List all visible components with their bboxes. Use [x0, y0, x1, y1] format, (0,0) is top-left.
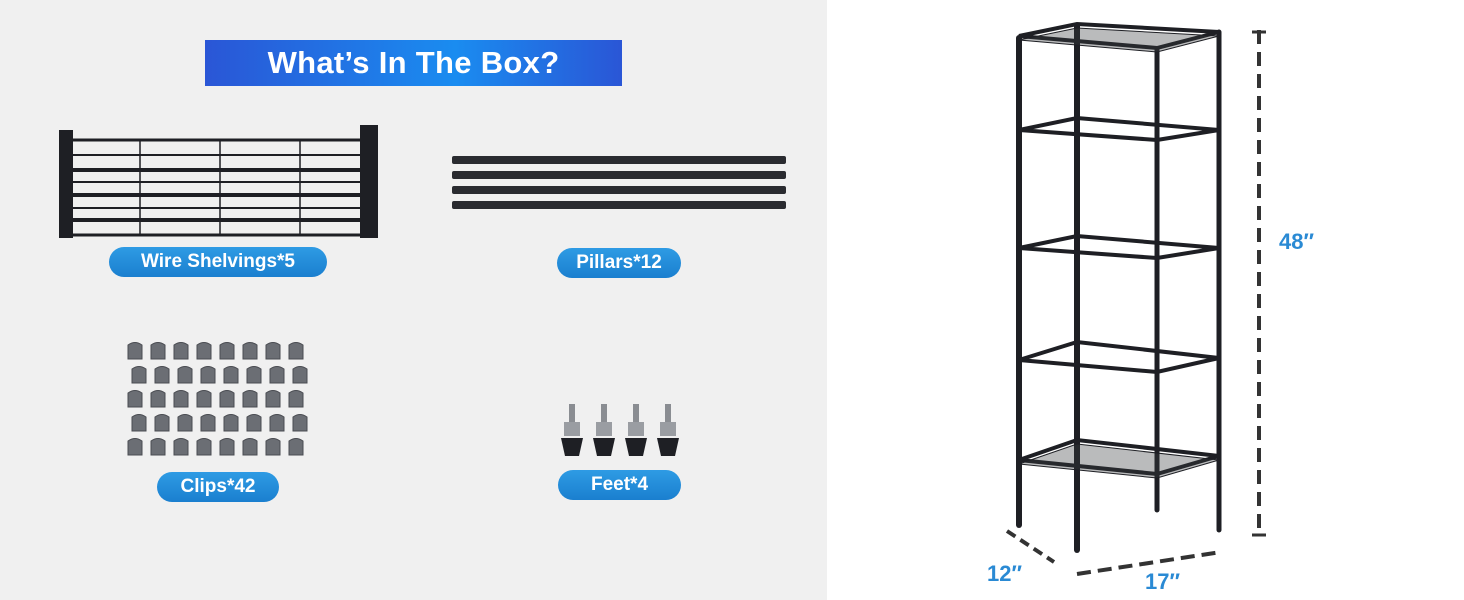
title-banner: What’s In The Box?: [205, 40, 622, 86]
assembled-shelf-panel: 48″ 12″ 17″: [827, 0, 1464, 600]
clip-piece: [269, 366, 285, 384]
clip-piece: [196, 342, 212, 360]
foot-piece: [657, 404, 679, 456]
clip-piece: [177, 366, 193, 384]
clip-piece: [154, 366, 170, 384]
assembled-shelf-image: [1016, 21, 1222, 553]
clip-piece: [127, 438, 143, 456]
width-dimension-label: 17″: [1145, 569, 1181, 594]
depth-dimension-line: [1005, 529, 1056, 564]
wire-shelving-image: [59, 125, 378, 238]
clip-piece: [223, 414, 239, 432]
foot-piece: [561, 404, 583, 456]
foot-piece: [593, 404, 615, 456]
pillars-image: [452, 156, 786, 209]
clip-piece: [131, 366, 147, 384]
clips-label: Clips*42: [157, 472, 279, 502]
clip-piece: [265, 438, 281, 456]
clip-piece: [150, 438, 166, 456]
clip-piece: [242, 342, 258, 360]
clip-piece: [219, 390, 235, 408]
clip-piece: [242, 390, 258, 408]
clips-image: [127, 342, 308, 456]
clip-piece: [288, 342, 304, 360]
clip-piece: [196, 390, 212, 408]
clip-piece: [127, 390, 143, 408]
wire-shelvings-label: Wire Shelvings*5: [109, 247, 327, 277]
clip-piece: [200, 414, 216, 432]
clip-piece: [246, 366, 262, 384]
depth-dimension-label: 12″: [987, 561, 1023, 586]
height-dimension-line: [1252, 30, 1266, 537]
clip-piece: [288, 390, 304, 408]
clip-piece: [196, 438, 212, 456]
clip-piece: [173, 438, 189, 456]
clip-piece: [265, 390, 281, 408]
foot-piece: [625, 404, 647, 456]
clip-piece: [150, 342, 166, 360]
clip-piece: [173, 342, 189, 360]
height-dimension-label: 48″: [1279, 229, 1315, 254]
clip-piece: [173, 390, 189, 408]
clip-piece: [219, 342, 235, 360]
clip-piece: [150, 390, 166, 408]
width-dimension-line: [1076, 550, 1222, 576]
clip-piece: [223, 366, 239, 384]
clip-piece: [200, 366, 216, 384]
clip-piece: [246, 414, 262, 432]
clip-piece: [177, 414, 193, 432]
clip-piece: [265, 342, 281, 360]
clip-piece: [269, 414, 285, 432]
clip-piece: [292, 366, 308, 384]
clip-piece: [154, 414, 170, 432]
feet-image: [561, 404, 679, 456]
clip-piece: [292, 414, 308, 432]
clip-piece: [131, 414, 147, 432]
feet-label: Feet*4: [558, 470, 681, 500]
clip-piece: [242, 438, 258, 456]
pillars-label: Pillars*12: [557, 248, 681, 278]
clip-piece: [288, 438, 304, 456]
clip-piece: [127, 342, 143, 360]
box-contents-panel: What’s In The Box? Wire Shelvings*5 Pill…: [0, 0, 827, 600]
clip-piece: [219, 438, 235, 456]
